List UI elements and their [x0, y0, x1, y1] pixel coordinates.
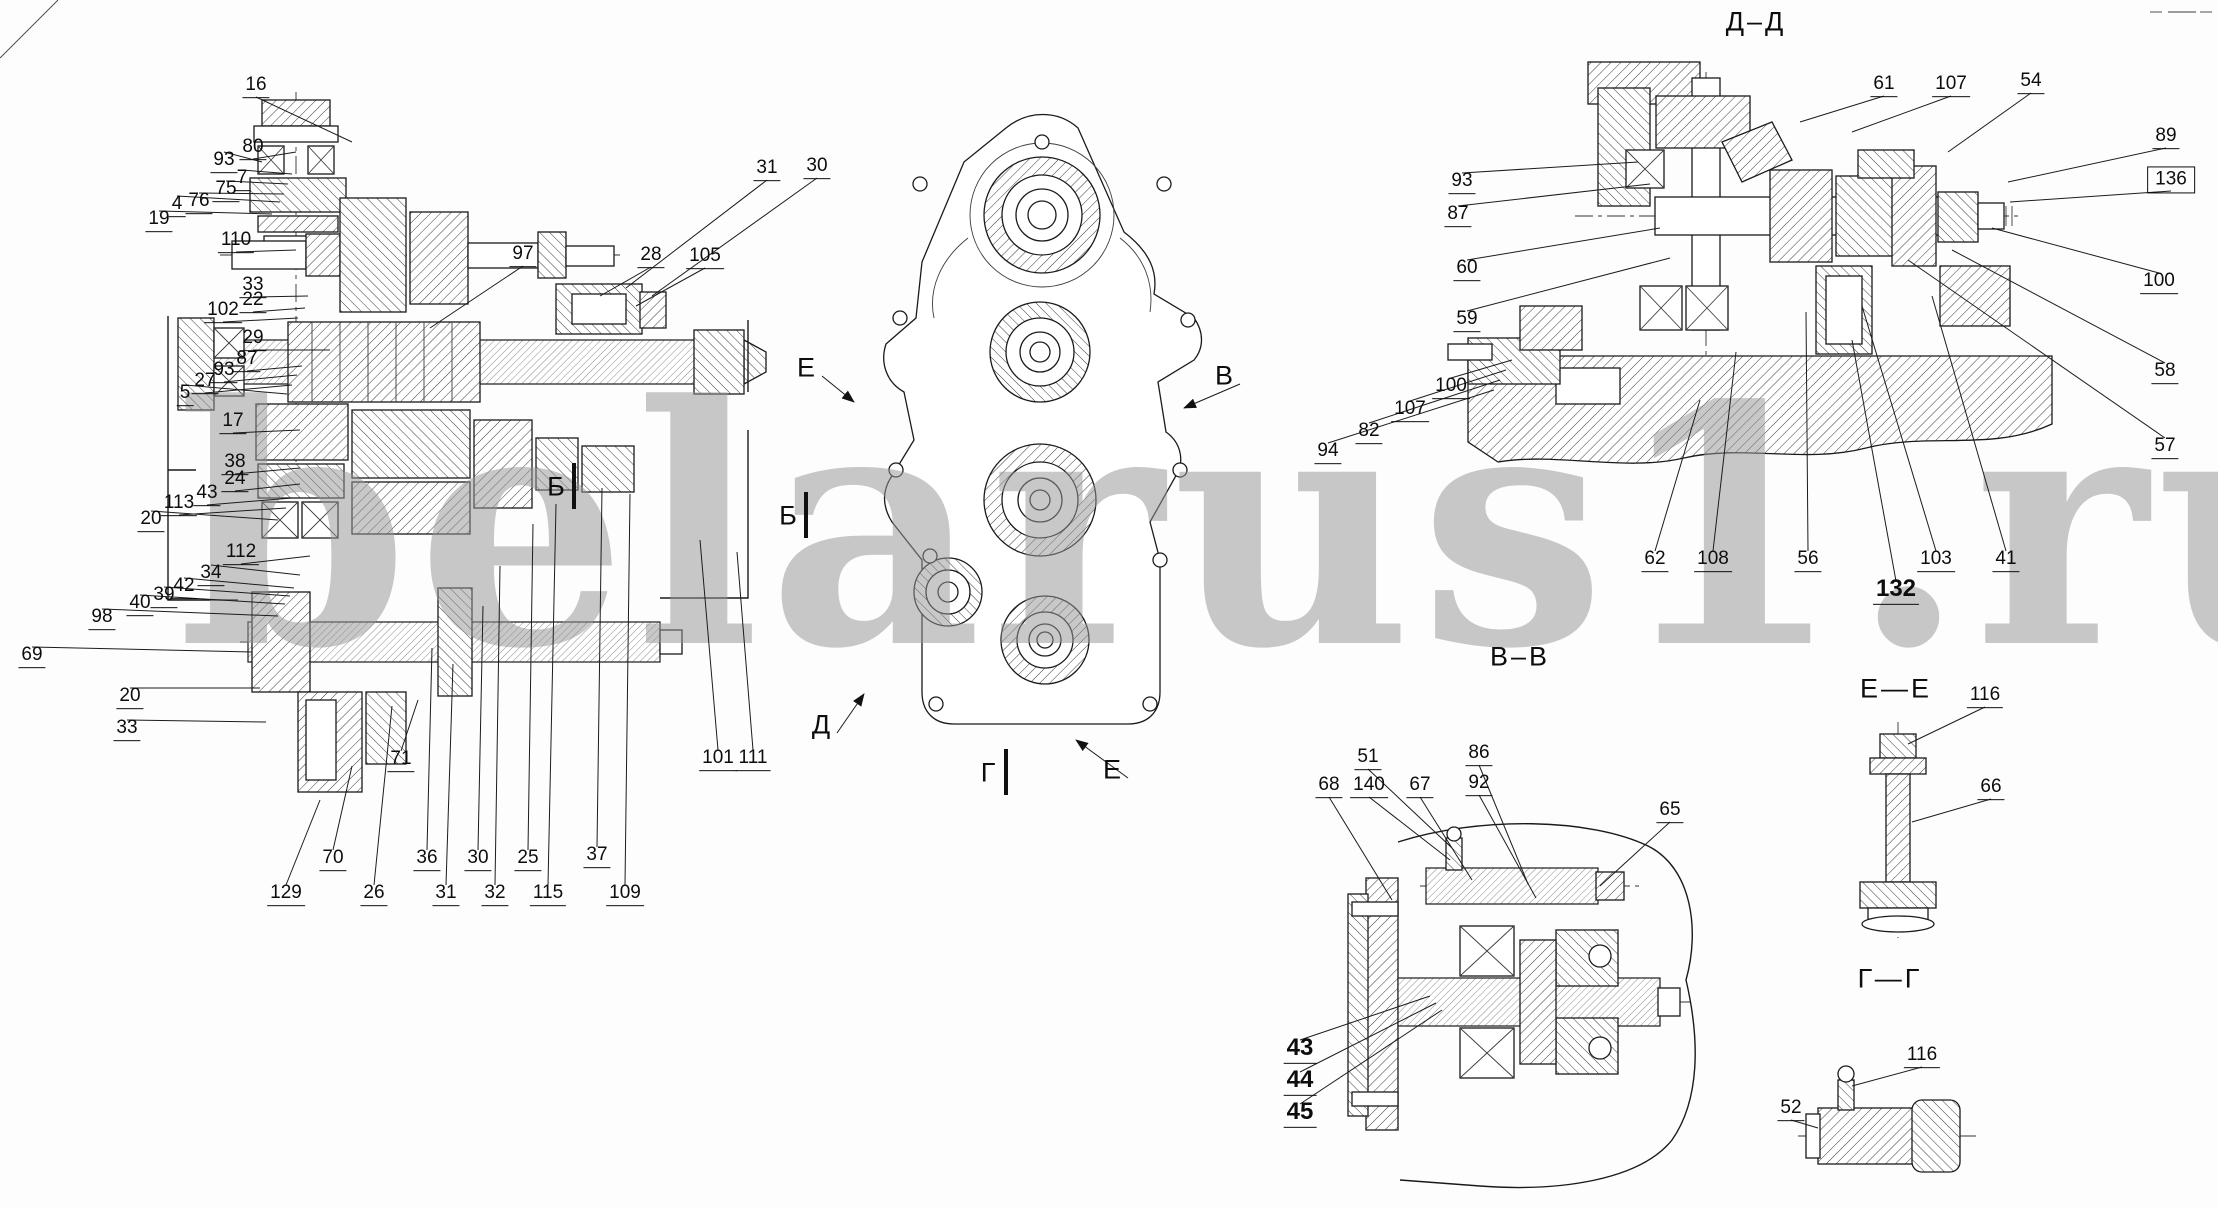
view-section-vv: [1347, 822, 1696, 1189]
view-section-ee: [1859, 722, 1937, 938]
scan-corner-marks: [0, 0, 2212, 59]
view-main-assembly: [167, 92, 767, 793]
view-section-gg: [1798, 1065, 1976, 1173]
view-section-dd: [1447, 61, 2053, 464]
view-housing-front: [883, 113, 1203, 725]
bolt-holes: [888, 134, 1196, 712]
